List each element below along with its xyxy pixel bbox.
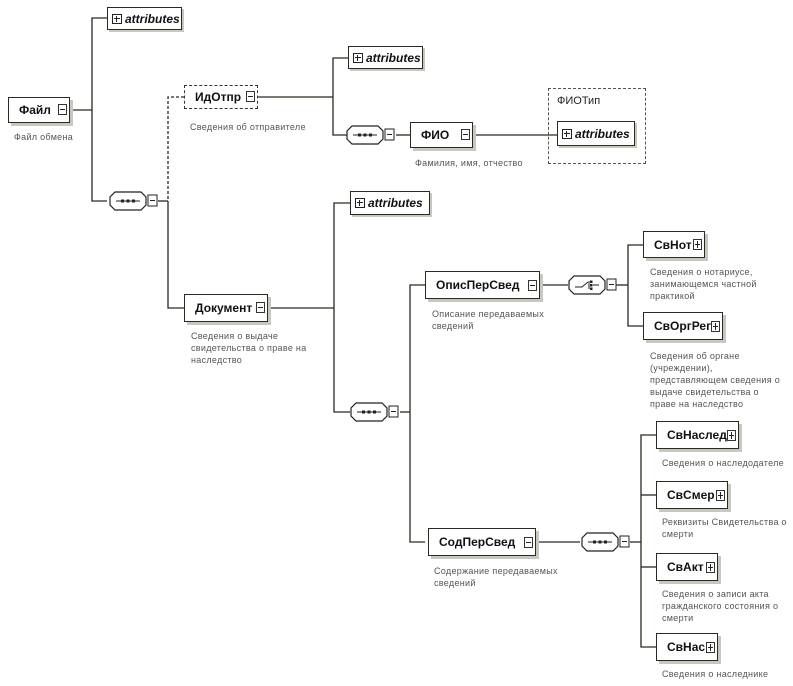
collapse-icon[interactable] <box>246 91 255 102</box>
expand-icon[interactable] <box>693 239 702 250</box>
element-svnasled[interactable]: СвНаслед <box>656 421 739 449</box>
element-description: Описание передаваемых сведений <box>432 309 545 331</box>
element-description: Реквизиты Свидетельства о смерти <box>662 517 787 539</box>
element-description: Сведения о нотариусе, занимающемся частн… <box>650 267 757 301</box>
element-fio[interactable]: ФИО <box>410 122 473 148</box>
collapse-icon[interactable] <box>461 129 470 140</box>
element-description: Сведения о наследодателе <box>662 458 784 468</box>
element-svakt[interactable]: СвАкт <box>656 553 718 581</box>
element-description: Сведения об органе (учреждении), предста… <box>650 351 781 409</box>
element-description: Фамилия, имя, отчество <box>415 158 523 168</box>
collapse-icon[interactable] <box>524 537 533 548</box>
element-svorgreg[interactable]: СвОргРег <box>643 312 723 340</box>
element-description: Сведения о записи акта гражданского сост… <box>662 589 779 623</box>
element-description: Сведения о выдаче свидетельства о праве … <box>191 331 307 365</box>
sequence-compositors <box>109 125 630 552</box>
element-dokument[interactable]: Документ <box>184 294 268 322</box>
expand-icon[interactable] <box>112 13 122 24</box>
expand-icon[interactable] <box>355 198 365 208</box>
expand-icon[interactable] <box>706 642 715 653</box>
expand-icon[interactable] <box>716 490 725 501</box>
element-idotpr[interactable]: ИдОтпр <box>184 85 258 109</box>
element-description: Файл обмена <box>14 132 74 142</box>
sequence-icon <box>350 402 399 422</box>
collapse-icon[interactable] <box>256 302 265 313</box>
expand-icon[interactable] <box>562 128 572 139</box>
attributes-node[interactable]: attributes <box>348 46 423 69</box>
attributes-node[interactable]: attributes <box>557 121 635 146</box>
complex-type-fiotip: ФИОТип <box>548 88 646 164</box>
element-description: Сведения о наследнике <box>662 669 769 679</box>
sequence-icon <box>581 532 630 552</box>
expand-icon[interactable] <box>353 52 363 63</box>
element-svsmer[interactable]: СвСмер <box>656 481 728 509</box>
expand-icon[interactable] <box>706 562 715 573</box>
expand-icon[interactable] <box>711 321 720 332</box>
expand-icon[interactable] <box>727 430 736 441</box>
sequence-icon <box>346 125 395 145</box>
element-description: Сведения об отправителе <box>190 122 306 132</box>
element-svnot[interactable]: СвНот <box>643 231 705 258</box>
element-fail[interactable]: Файл <box>8 97 70 123</box>
element-sodpersved[interactable]: СодПерСвед <box>428 528 536 556</box>
element-description: Содержание передаваемых сведений <box>434 566 558 588</box>
attributes-node[interactable]: attributes <box>107 7 182 30</box>
element-opispersved[interactable]: ОписПерСвед <box>425 271 540 299</box>
element-svnas[interactable]: СвНас <box>656 633 718 661</box>
collapse-icon[interactable] <box>58 104 67 115</box>
sequence-icon <box>109 191 158 211</box>
choice-icon <box>568 275 617 295</box>
collapse-icon[interactable] <box>528 280 537 291</box>
attributes-node[interactable]: attributes <box>350 191 430 215</box>
